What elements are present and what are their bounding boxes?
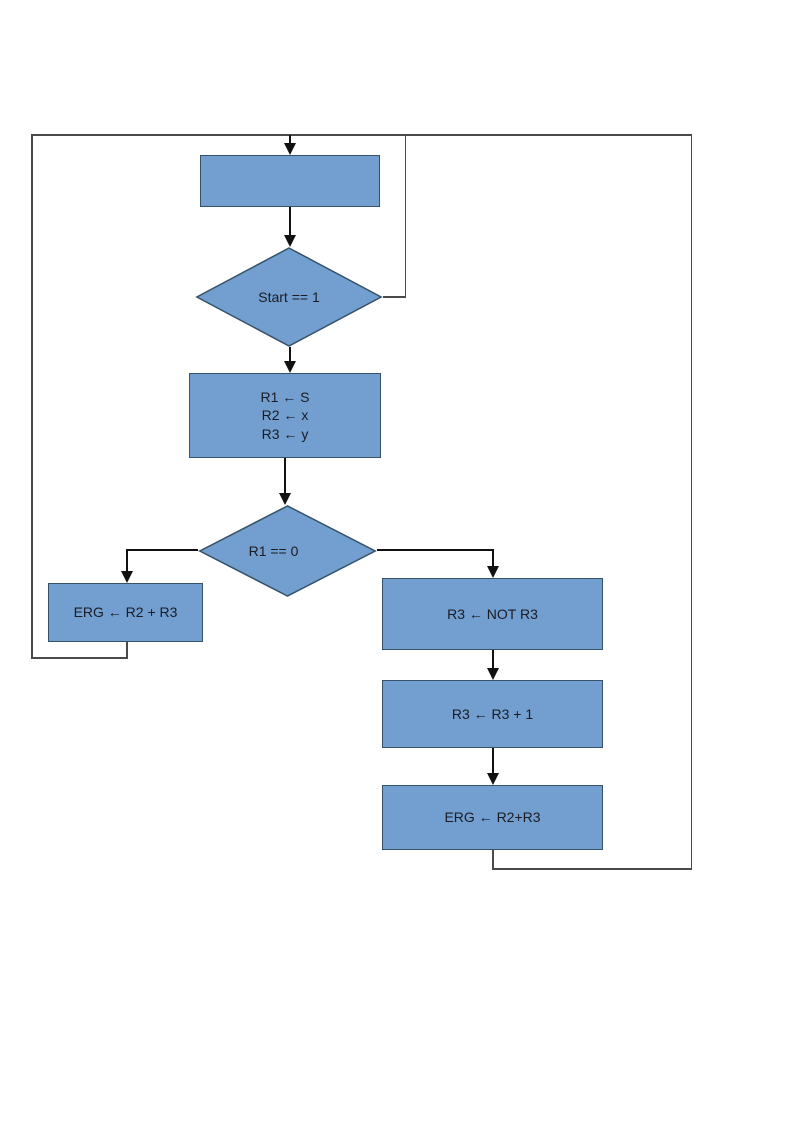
flow-line-start-no-horizontal bbox=[383, 296, 406, 298]
node-process-empty bbox=[200, 155, 380, 207]
init-line-1: R1 ← S bbox=[260, 389, 310, 406]
arrowhead-entry-icon bbox=[284, 143, 296, 155]
node-decision-r1-zero-label: R1 == 0 bbox=[248, 542, 299, 559]
arrowhead-erg-left-icon bbox=[121, 571, 133, 583]
decision-diamond-shape bbox=[195, 247, 383, 347]
node-process-not: R3 ← NOT R3 bbox=[382, 578, 603, 650]
connector-r1-left-horizontal bbox=[127, 549, 198, 551]
arrowhead-r1-decision-icon bbox=[279, 493, 291, 505]
node-process-increment: R3 ← R3 + 1 bbox=[382, 680, 603, 748]
connector-r1-right-horizontal bbox=[377, 549, 493, 551]
arrowhead-start-decision-icon bbox=[284, 235, 296, 247]
connector-increment-to-erg bbox=[492, 748, 494, 774]
connector-entry bbox=[289, 135, 291, 145]
arrowhead-init-icon bbox=[284, 361, 296, 373]
node-process-init: R1 ← S R2 ← x R3 ← y bbox=[189, 373, 381, 458]
arrowhead-erg-right-icon bbox=[487, 773, 499, 785]
node-process-increment-label: R3 ← R3 + 1 bbox=[451, 705, 534, 722]
connector-box-to-start-decision bbox=[289, 207, 291, 236]
init-line-3: R3 ← y bbox=[261, 425, 309, 442]
arrowhead-not-box-icon bbox=[487, 566, 499, 578]
flow-line-right-loop-stub bbox=[492, 850, 494, 870]
node-process-erg-right: ERG ← R2+R3 bbox=[382, 785, 603, 850]
flow-line-left-vertical bbox=[31, 134, 33, 658]
flow-line-top bbox=[31, 134, 692, 136]
decision-diamond-shape bbox=[198, 505, 377, 597]
node-process-erg-left-label: ERG ← R2 + R3 bbox=[73, 604, 178, 621]
flow-line-left-loop-stub bbox=[126, 642, 128, 659]
node-process-erg-right-label: ERG ← R2+R3 bbox=[444, 809, 541, 826]
connector-not-to-increment bbox=[492, 650, 494, 669]
node-process-init-label: R1 ← S R2 ← x R3 ← y bbox=[260, 388, 309, 443]
connector-start-to-init bbox=[289, 347, 291, 362]
connector-r1-left-vertical bbox=[126, 549, 128, 572]
node-process-not-label: R3 ← NOT R3 bbox=[447, 605, 538, 622]
flow-line-bottom-left bbox=[31, 657, 128, 659]
node-decision-r1-zero: R1 == 0 bbox=[198, 505, 377, 597]
node-decision-start: Start == 1 bbox=[195, 247, 383, 347]
node-process-erg-left: ERG ← R2 + R3 bbox=[48, 583, 203, 642]
node-decision-start-label: Start == 1 bbox=[258, 288, 320, 305]
flow-line-bottom-right bbox=[492, 868, 692, 870]
init-line-2: R2 ← x bbox=[261, 407, 309, 424]
connector-r1-right-vertical bbox=[492, 549, 494, 567]
arrowhead-increment-icon bbox=[487, 668, 499, 680]
flow-line-start-no-vertical bbox=[404, 135, 407, 297]
connector-init-to-r1-decision bbox=[284, 458, 286, 494]
flow-line-right-vertical bbox=[690, 134, 693, 870]
